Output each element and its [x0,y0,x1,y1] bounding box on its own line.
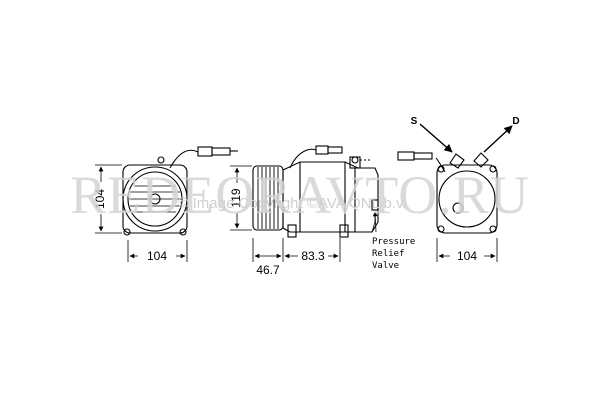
relief-valve-label-line3: Valve [372,261,399,271]
front-mount-ear-right [179,228,187,236]
front-wire-clip [157,156,165,164]
relief-valve-label-line2: Relief [372,249,405,259]
rear-center-bolt [452,202,464,214]
side-mount-label: 83.3 [301,249,325,263]
watermark-overlay: © Image Copyright ©AVA QNL b.v. [177,195,406,212]
front-connector-a [197,146,213,157]
rear-view [397,151,498,234]
rear-width-label: 104 [457,249,477,263]
clutch-pulley-inner [127,171,183,227]
front-connector-b [211,147,231,156]
discharge-port [473,152,489,168]
side-foot-right [339,224,349,238]
discharge-arrow [483,125,513,153]
rear-clutch-wire [435,157,446,173]
relief-valve-label-line1: Pressure [372,237,415,247]
front-width-label: 104 [147,249,167,263]
side-view [252,145,379,238]
front-mount-ear-left [123,228,131,236]
suction-port [449,153,465,169]
clutch-face-hatching [129,185,181,213]
port-arrows [419,123,513,153]
rear-connector-a [397,151,415,161]
side-connector-b [327,146,343,154]
watermark-main: REDEORAVTO.RU [70,165,530,225]
suction-arrow [419,123,453,153]
rear-plate [436,164,498,234]
relief-valve-body [371,199,379,211]
relief-valve-callout [371,211,378,233]
front-clutch-wire [169,149,199,169]
rear-connector-b [413,152,433,160]
side-connector-a [315,145,329,155]
pulley-grooves [257,167,279,229]
side-height-label: 119 [229,188,243,207]
side-foot-left [287,224,297,238]
clutch-pulley-outer [122,166,188,232]
suction-label: S [411,116,418,127]
side-clutch-wire [289,148,317,169]
side-clutch-label: 46.7 [256,263,280,277]
front-height-label: 104 [93,189,107,209]
front-view [122,146,238,236]
rear-housing [438,170,496,228]
discharge-label: D [512,116,519,127]
